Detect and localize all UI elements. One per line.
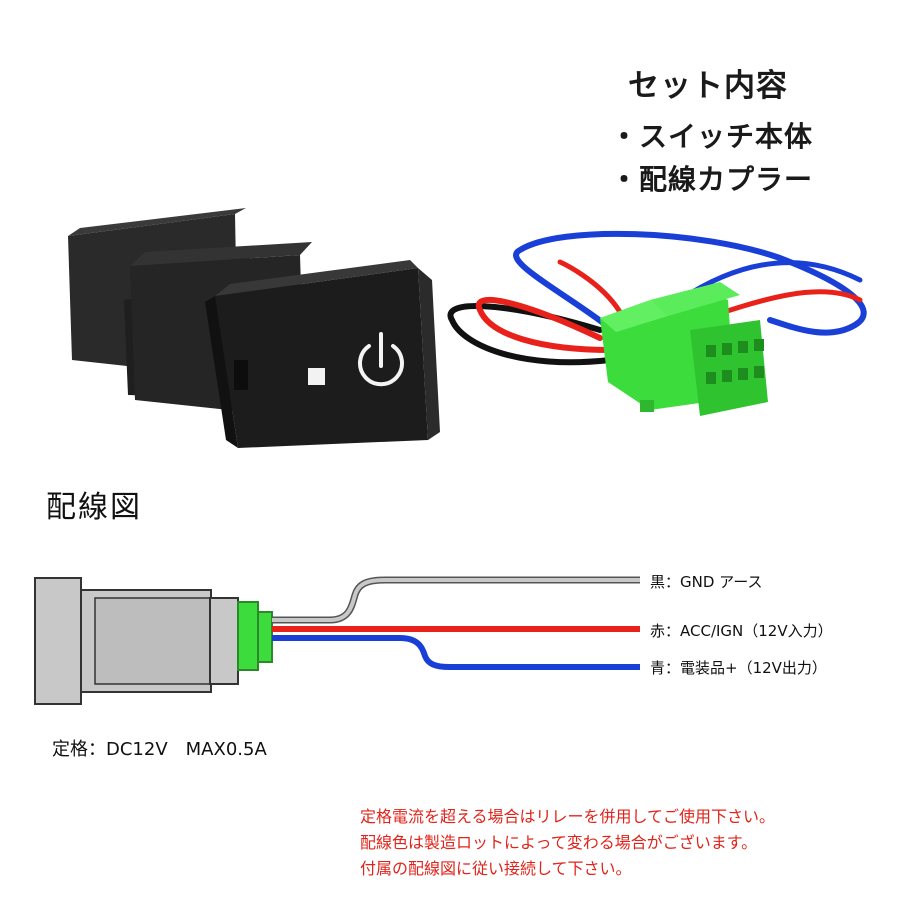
- set-item-coupler: ・配線カプラー: [610, 163, 814, 196]
- wiring-diagram-title: 配線図: [46, 490, 142, 525]
- note-follow-diagram: 付属の配線図に従い接続して下さい。: [360, 859, 632, 878]
- switch-body: [68, 208, 440, 448]
- note-wire-color: 配線色は製造ロットによって変わる場合がございます。: [360, 833, 758, 852]
- wiring-diagram: [34, 576, 640, 705]
- rating-spec: 定格：DC12V MAX0.5A: [52, 739, 267, 760]
- led-indicator-square: [308, 368, 325, 385]
- power-icon: [358, 332, 404, 387]
- wire-label-red: 赤：ACC/IGN（12V入力）: [650, 622, 833, 640]
- wire-label-black: 黒：GND アース: [650, 573, 763, 591]
- set-contents-title: セット内容: [628, 68, 788, 104]
- switch-cap: [215, 268, 428, 448]
- set-item-switch: ・スイッチ本体: [610, 120, 814, 153]
- note-relay: 定格電流を超える場合はリレーを併用してご使用下さい。: [360, 807, 776, 826]
- wiring-coupler: [600, 282, 768, 416]
- wire-label-blue: 青：電装品+（12V出力）: [650, 659, 827, 677]
